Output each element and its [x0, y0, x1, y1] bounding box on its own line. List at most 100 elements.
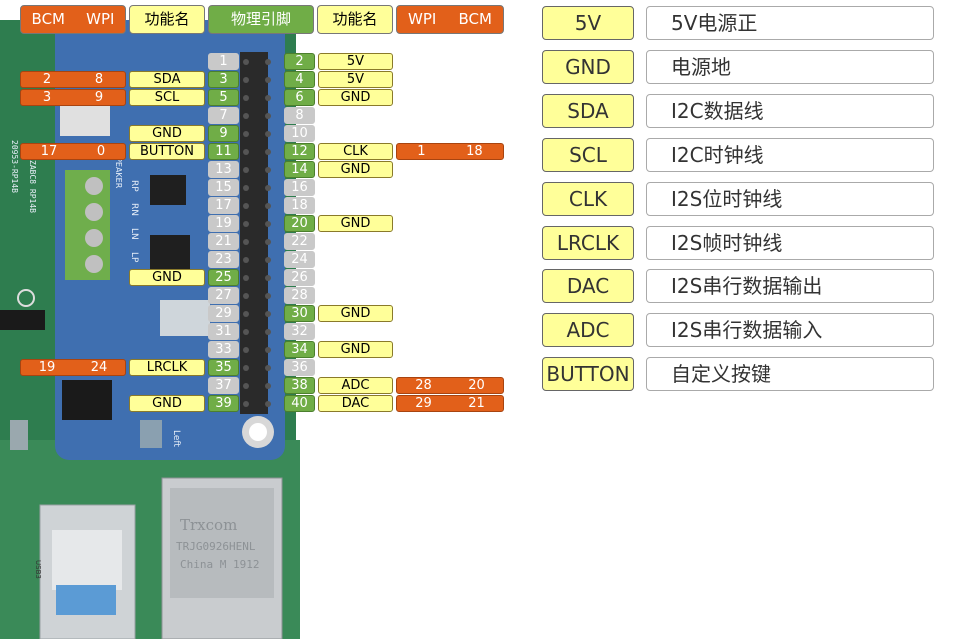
pin-24-dot — [265, 257, 271, 263]
chip — [10, 420, 28, 450]
legend-key: SCL — [542, 138, 634, 172]
header-right-wpi: WPI — [408, 10, 437, 28]
pin-18-number: 18 — [284, 197, 315, 214]
chip — [140, 420, 162, 448]
pin-4-number: 4 — [284, 71, 315, 88]
chip — [160, 300, 210, 336]
pin-11-dot — [243, 149, 249, 155]
pin-2-function: 5V — [318, 53, 393, 70]
pin-22-dot — [265, 239, 271, 245]
pin-38-function: ADC — [318, 377, 393, 394]
pin-26-dot — [265, 275, 271, 281]
pin-30-dot — [265, 311, 271, 317]
pin-12-dot — [265, 149, 271, 155]
pin-12-wpi-bcm-b: 18 — [466, 144, 483, 159]
pin-11-function: BUTTON — [129, 143, 205, 160]
pin-15-dot — [243, 185, 249, 191]
pin-39-dot — [243, 401, 249, 407]
pin-6-number: 6 — [284, 89, 315, 106]
pin-19-dot — [243, 221, 249, 227]
silk-left: Left — [171, 430, 181, 447]
pin-22-number: 22 — [284, 233, 315, 250]
legend-key: CLK — [542, 182, 634, 216]
pin-30-function: GND — [318, 305, 393, 322]
pin-20-function: GND — [318, 215, 393, 232]
legend-description: I2S串行数据输出 — [646, 269, 934, 303]
pin-13-dot — [243, 167, 249, 173]
pin-14-number: 14 — [284, 161, 315, 178]
pin-27-number: 27 — [208, 287, 239, 304]
pin-13-number: 13 — [208, 161, 239, 178]
header-right-func: 功能名 — [317, 5, 393, 34]
chip — [150, 175, 186, 205]
pin-2-dot — [265, 59, 271, 65]
pin-31-number: 31 — [208, 323, 239, 340]
pin-3-bcm-wpi-b: 8 — [94, 72, 104, 87]
pin-38-number: 38 — [284, 377, 315, 394]
pin-36-dot — [265, 365, 271, 371]
header-left-wpi: WPI — [86, 10, 115, 28]
pcb-text-1: 20953-RP14B — [10, 140, 19, 193]
silk-speaker: SPEAKER — [114, 152, 123, 189]
pin-29-number: 29 — [208, 305, 239, 322]
chip — [60, 100, 110, 136]
pin-38-dot — [265, 383, 271, 389]
pin-12-number: 12 — [284, 143, 315, 160]
pin-29-dot — [243, 311, 249, 317]
pin-11-number: 11 — [208, 143, 239, 160]
pin-6-dot — [265, 95, 271, 101]
pin-32-dot — [265, 329, 271, 335]
legend-key: BUTTON — [542, 357, 634, 391]
pin-20-number: 20 — [284, 215, 315, 232]
pin-36-number: 36 — [284, 359, 315, 376]
header-right: WPI BCM — [396, 5, 504, 34]
legend-description: I2S位时钟线 — [646, 182, 934, 216]
usb-label: USB3 — [34, 560, 42, 579]
legend-description: 自定义按键 — [646, 357, 934, 391]
pin-9-dot — [243, 131, 249, 137]
pin-19-number: 19 — [208, 215, 239, 232]
silk-rn: RN — [129, 203, 139, 216]
jack-line3: China M 1912 — [180, 558, 259, 571]
chip — [62, 380, 112, 420]
pin-33-dot — [243, 347, 249, 353]
pin-39-number: 39 — [208, 395, 239, 412]
pin-18-dot — [265, 203, 271, 209]
pin-21-dot — [243, 239, 249, 245]
legend-description: 5V电源正 — [646, 6, 934, 40]
pin-16-dot — [265, 185, 271, 191]
pin-39-function: GND — [129, 395, 205, 412]
silk-lp: LP — [129, 252, 139, 263]
header-left-bcm: BCM — [31, 10, 65, 28]
pin-9-function: GND — [129, 125, 205, 142]
pin-17-dot — [243, 203, 249, 209]
pin-34-number: 34 — [284, 341, 315, 358]
pin-6-function: GND — [318, 89, 393, 106]
legend-key: DAC — [542, 269, 634, 303]
pin-4-function: 5V — [318, 71, 393, 88]
pin-12-wpi-bcm-a: 1 — [417, 144, 426, 159]
pin-25-function: GND — [129, 269, 205, 286]
pin-32-number: 32 — [284, 323, 315, 340]
legend-description: 电源地 — [646, 50, 934, 84]
pin-7-dot — [243, 113, 249, 119]
pin-11-bcm-wpi-a: 17 — [40, 144, 58, 159]
pin-23-number: 23 — [208, 251, 239, 268]
pin-35-function: LRCLK — [129, 359, 205, 376]
pin-38-wpi-bcm-a: 28 — [415, 378, 432, 393]
pin-30-number: 30 — [284, 305, 315, 322]
pin-5-bcm-wpi-b: 9 — [94, 90, 104, 105]
pin-5-dot — [243, 95, 249, 101]
pin-31-dot — [243, 329, 249, 335]
jack-brand: Trxcom — [180, 516, 237, 534]
pin-40-function: DAC — [318, 395, 393, 412]
pin-40-dot — [265, 401, 271, 407]
pin-35-bcm-wpi-b: 24 — [90, 360, 108, 375]
jack-line2: TRJG0926HENL — [176, 540, 256, 553]
pin-4-dot — [265, 77, 271, 83]
pin-2-number: 2 — [284, 53, 315, 70]
pin-20-dot — [265, 221, 271, 227]
